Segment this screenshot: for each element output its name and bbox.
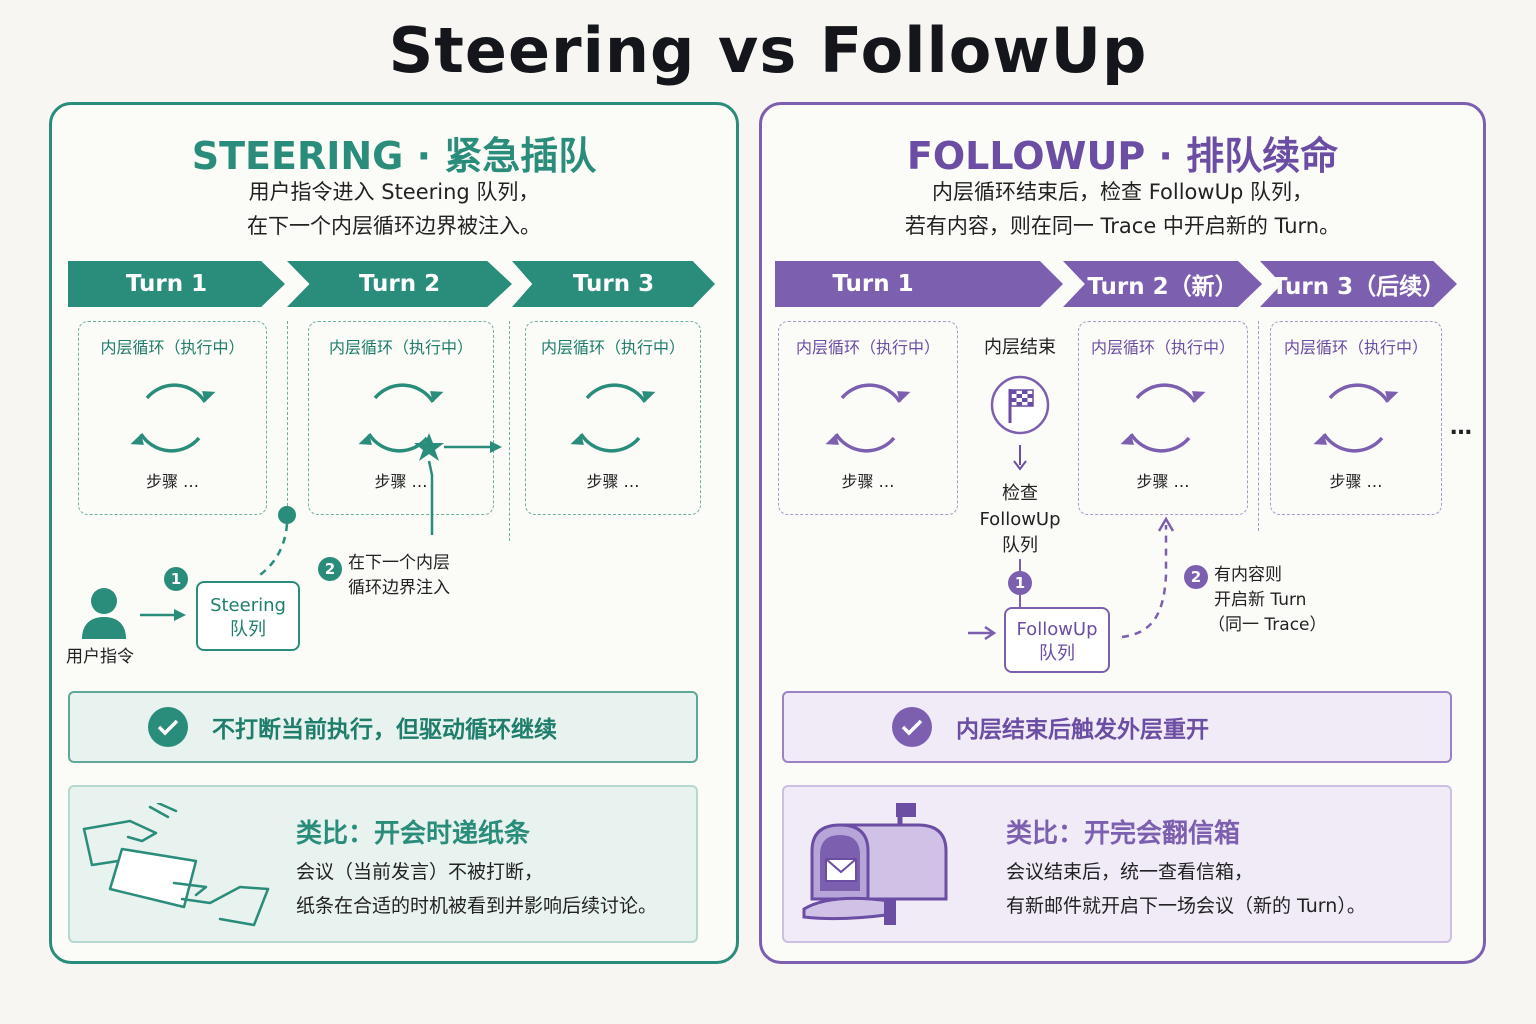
steering-turn-3: Turn 3 (512, 261, 715, 307)
steering-desc-line-1: 用户指令进入 Steering 队列， (248, 180, 540, 204)
step-1-badge: 1 (1008, 571, 1032, 595)
step-2-text-line-2: 循环边界注入 (348, 578, 450, 598)
step-2-text-line-1: 在下一个内层 (348, 553, 450, 573)
steering-analogy-title: 类比：开会时递纸条 (296, 819, 531, 849)
star-icon (414, 433, 444, 461)
check-followup-line-1: 检查 (1002, 483, 1038, 504)
step-label: 步骤 … (841, 472, 895, 491)
check-followup-line-3: 队列 (1002, 535, 1038, 556)
checkered-flag-icon (990, 375, 1050, 435)
followup-analogy-card: 类比：开完会翻信箱 会议结束后，统一查看信箱， 有新邮件就开启下一场会议（新的 … (782, 785, 1452, 943)
followup-loop-box-3: 内层循环（执行中） 步骤 … (1270, 321, 1442, 515)
refresh-cycle-icon (1313, 383, 1399, 453)
steering-queue-label-2: 队列 (230, 619, 266, 640)
followup-summary-bar: 内层结束后触发外层重开 (782, 691, 1452, 763)
steering-connectors (140, 433, 502, 621)
turn-divider (287, 321, 288, 511)
loop-label: 内层循环（执行中） (540, 338, 685, 357)
hands-passing-note-icon (82, 803, 270, 927)
followup-turn-2: Turn 2（新） (1063, 261, 1262, 307)
steering-queue-label-1: Steering (210, 595, 286, 616)
check-icon (148, 707, 188, 747)
page-title: Steering vs FollowUp (388, 14, 1148, 87)
followup-analogy-title: 类比：开完会翻信箱 (1006, 819, 1241, 849)
steering-loop-box-1: 内层循环（执行中） 步骤 … (78, 321, 267, 515)
more-ellipsis: … (1450, 415, 1472, 440)
followup-summary-text: 内层结束后触发外层重开 (956, 717, 1209, 743)
followup-turn-1: Turn 1 (775, 261, 1063, 307)
inner-end-label: 内层结束 (984, 337, 1056, 358)
check-followup-label: 检查 FollowUp 队列 (968, 481, 1072, 559)
loop-label: 内层循环（执行中） (100, 338, 245, 357)
steering-desc-line-2: 在下一个内层循环边界被注入。 (247, 214, 541, 238)
steering-loop-box-3: 内层循环（执行中） 步骤 … (525, 321, 701, 515)
step-label: 步骤 … (586, 472, 640, 491)
followup-queue-box: FollowUp 队列 (1004, 607, 1110, 673)
followup-desc-line-1: 内层循环结束后，检查 FollowUp 队列， (932, 180, 1313, 204)
check-icon (892, 707, 932, 747)
step-2-text-line-2: 开启新 Turn (1214, 590, 1307, 610)
steering-analogy-card: 类比：开会时递纸条 会议（当前发言）不被打断， 纸条在合适的时机被看到并影响后续… (68, 785, 698, 943)
steering-queue-box: Steering 队列 (196, 581, 300, 651)
step-2-badge: 2 (318, 557, 342, 581)
loop-label: 内层循环（执行中） (795, 338, 940, 357)
turn-divider (1258, 321, 1259, 531)
check-followup-line-2: FollowUp (979, 509, 1061, 530)
step-2-text-line-3: （同一 Trace） (1208, 615, 1327, 635)
mailbox-icon (802, 803, 948, 925)
followup-desc-line-2: 若有内容，则在同一 Trace 中开启新的 Turn。 (904, 214, 1341, 238)
user-command-label: 用户指令 (66, 647, 134, 667)
step-label: 步骤 … (145, 472, 200, 491)
steering-analogy-line-1: 会议（当前发言）不被打断， (296, 861, 544, 883)
followup-queue-label-2: 队列 (1039, 643, 1075, 664)
user-icon (82, 588, 126, 639)
refresh-cycle-icon (825, 383, 911, 453)
steering-turn-2: Turn 2 (287, 261, 512, 307)
followup-panel: FOLLOWUP · 排队续命 内层循环结束后，检查 FollowUp 队列， … (759, 102, 1486, 964)
followup-loop-box-1: 内层循环（执行中） 步骤 … (778, 321, 958, 515)
steering-turn-1: Turn 1 (68, 261, 285, 307)
steering-heading: STEERING · 紧急插队 (191, 134, 597, 178)
turn-divider (509, 321, 510, 541)
step-label: 步骤 … (1329, 472, 1383, 491)
step-2-badge: 2 (1184, 565, 1208, 589)
followup-heading: FOLLOWUP · 排队续命 (906, 134, 1339, 178)
steering-summary-bar: 不打断当前执行，但驱动循环继续 (68, 691, 698, 763)
loop-label: 内层循环（执行中） (1283, 338, 1428, 357)
loop-label: 内层循环（执行中） (328, 338, 473, 357)
followup-loop-box-2: 内层循环（执行中） 步骤 … (1078, 321, 1248, 515)
steering-analogy-line-2: 纸条在合适的时机被看到并影响后续讨论。 (296, 895, 658, 917)
step-2-text-line-1: 有内容则 (1214, 565, 1282, 585)
followup-analogy-line-1: 会议结束后，统一查看信箱， (1006, 861, 1254, 883)
steering-panel: STEERING · 紧急插队 用户指令进入 Steering 队列， 在下一个… (49, 102, 739, 964)
followup-turn-3: Turn 3（后续） (1260, 261, 1457, 307)
step-label: 步骤 … (1136, 472, 1190, 491)
refresh-cycle-icon (1120, 383, 1206, 453)
refresh-cycle-icon (570, 383, 656, 453)
refresh-cycle-icon (130, 383, 215, 453)
steering-loop-box-2: 内层循环（执行中） 步骤 … (308, 321, 494, 515)
loop-label: 内层循环（执行中） (1090, 338, 1235, 357)
followup-queue-label-1: FollowUp (1016, 619, 1098, 640)
followup-analogy-line-2: 有新邮件就开启下一场会议（新的 Turn）。 (1006, 895, 1366, 917)
step-label: 步骤 … (374, 472, 428, 491)
followup-connectors (968, 445, 1175, 641)
step-1-badge: 1 (164, 567, 188, 591)
steering-summary-text: 不打断当前执行，但驱动循环继续 (212, 717, 557, 743)
